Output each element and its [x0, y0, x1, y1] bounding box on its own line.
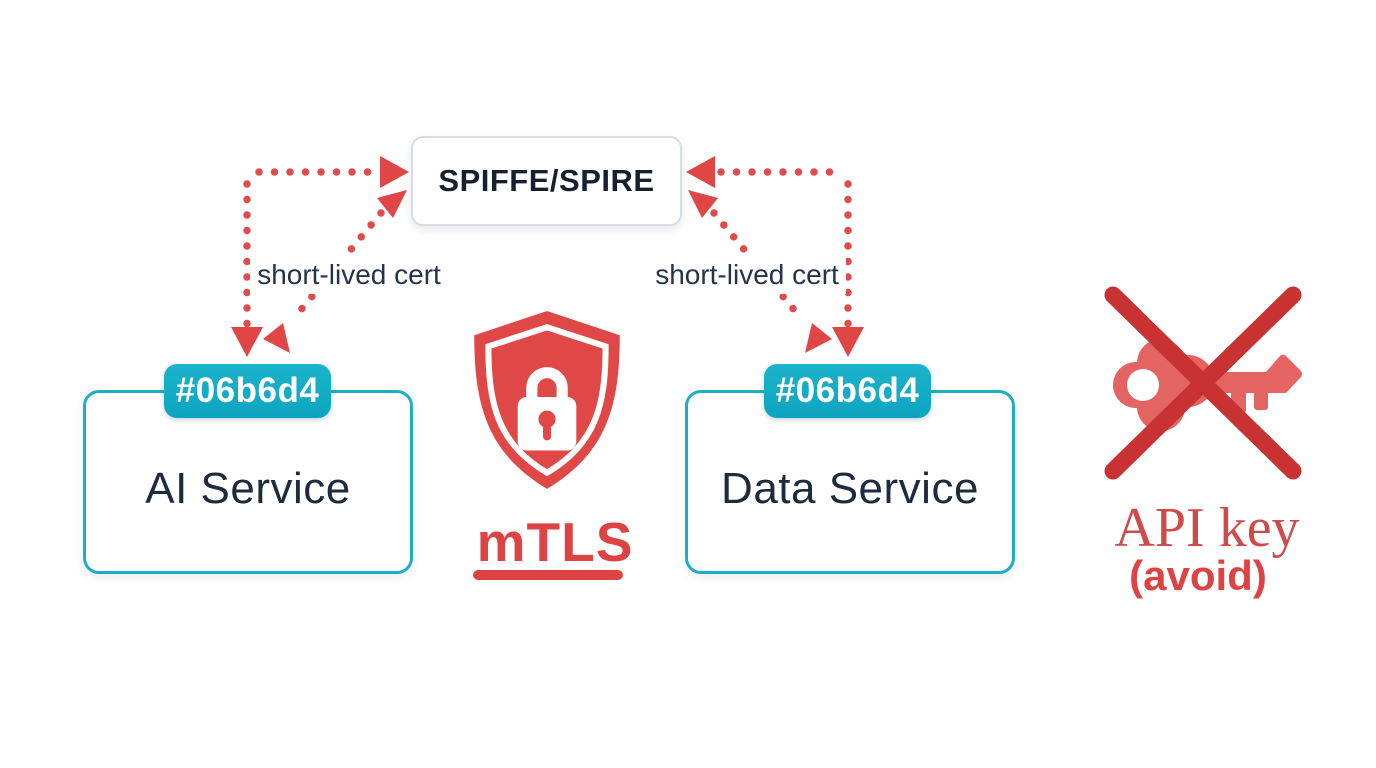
arrowhead-down-left-icon [805, 323, 832, 353]
shield-inner-outline [485, 324, 609, 477]
mtls-label: mTLS [476, 511, 634, 573]
mtls-underline [473, 570, 623, 580]
arrowhead-down-icon [832, 327, 864, 357]
short-lived-cert-label-right: short-lived cert [648, 256, 846, 294]
arrowhead-up-left-icon [688, 190, 718, 218]
api-key-avoid-label: (avoid) [1129, 552, 1267, 599]
data-service-label: Data Service [721, 464, 979, 513]
ai-service-label: AI Service [145, 464, 351, 513]
dotted-arrow-left-l [231, 156, 409, 357]
lock-icon [517, 367, 577, 451]
x-mark-icon [1104, 286, 1302, 480]
data-service-box: Data Service [685, 390, 1015, 574]
arrowhead-left-icon [686, 156, 715, 188]
arrowhead-right-icon [380, 156, 409, 188]
arrowhead-down-right-icon [263, 323, 290, 353]
spiffe-spire-label: SPIFFE/SPIRE [438, 163, 655, 198]
shield-lock-icon [474, 311, 620, 489]
arrowhead-up-right-icon [377, 190, 407, 218]
key-bow-hole [1127, 369, 1159, 401]
arrowhead-down-icon [231, 327, 263, 357]
ai-service-color-badge: #06b6d4 [164, 364, 331, 418]
spiffe-spire-box: SPIFFE/SPIRE [411, 136, 682, 226]
short-lived-cert-label-left: short-lived cert [250, 256, 448, 294]
api-key-label: API key [1114, 497, 1300, 559]
crossed-key-icon [1104, 286, 1302, 480]
data-service-color-badge: #06b6d4 [764, 364, 931, 418]
dotted-arrow-right-l [686, 156, 864, 357]
